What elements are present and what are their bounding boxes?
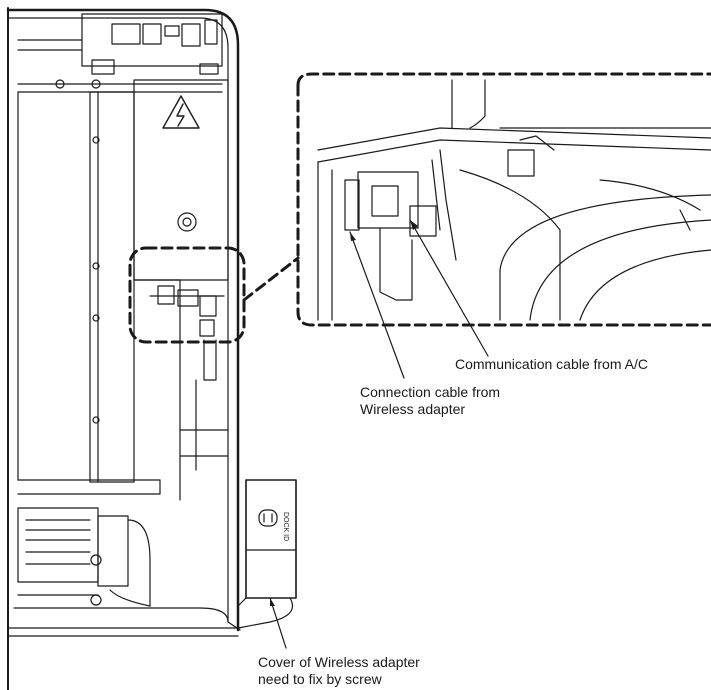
callout-leaders	[269, 219, 489, 649]
label-connection-cable: Connection cable from Wireless adapter	[360, 384, 500, 418]
label-connection-cable-line2: Wireless adapter	[360, 401, 466, 417]
label-communication-cable: Communication cable from A/C	[455, 356, 648, 372]
highlight-leader	[242, 256, 300, 302]
arrowhead-conn	[350, 232, 356, 241]
adapter-marking: DOCK ID	[282, 512, 289, 541]
label-adapter-cover: Cover of Wireless adapter need to fix by…	[258, 654, 420, 688]
label-connection-cable-line1: Connection cable from	[360, 384, 501, 400]
label-adapter-cover-line2: need to fix by screw	[258, 671, 382, 687]
arrowhead-comm	[410, 220, 418, 230]
electrical-box	[133, 79, 229, 281]
indoor-unit-housing	[6, 7, 241, 690]
highlight-box-small	[128, 246, 246, 344]
connector-area	[149, 285, 225, 471]
bottom-mechanism	[17, 507, 151, 607]
label-adapter-cover-line1: Cover of Wireless adapter	[258, 654, 420, 670]
wireless-adapter-cover	[237, 479, 297, 629]
arrowhead-cover	[270, 598, 275, 606]
top-control-pcb	[17, 13, 223, 93]
detail-view	[296, 72, 711, 327]
left-panel	[17, 91, 229, 501]
